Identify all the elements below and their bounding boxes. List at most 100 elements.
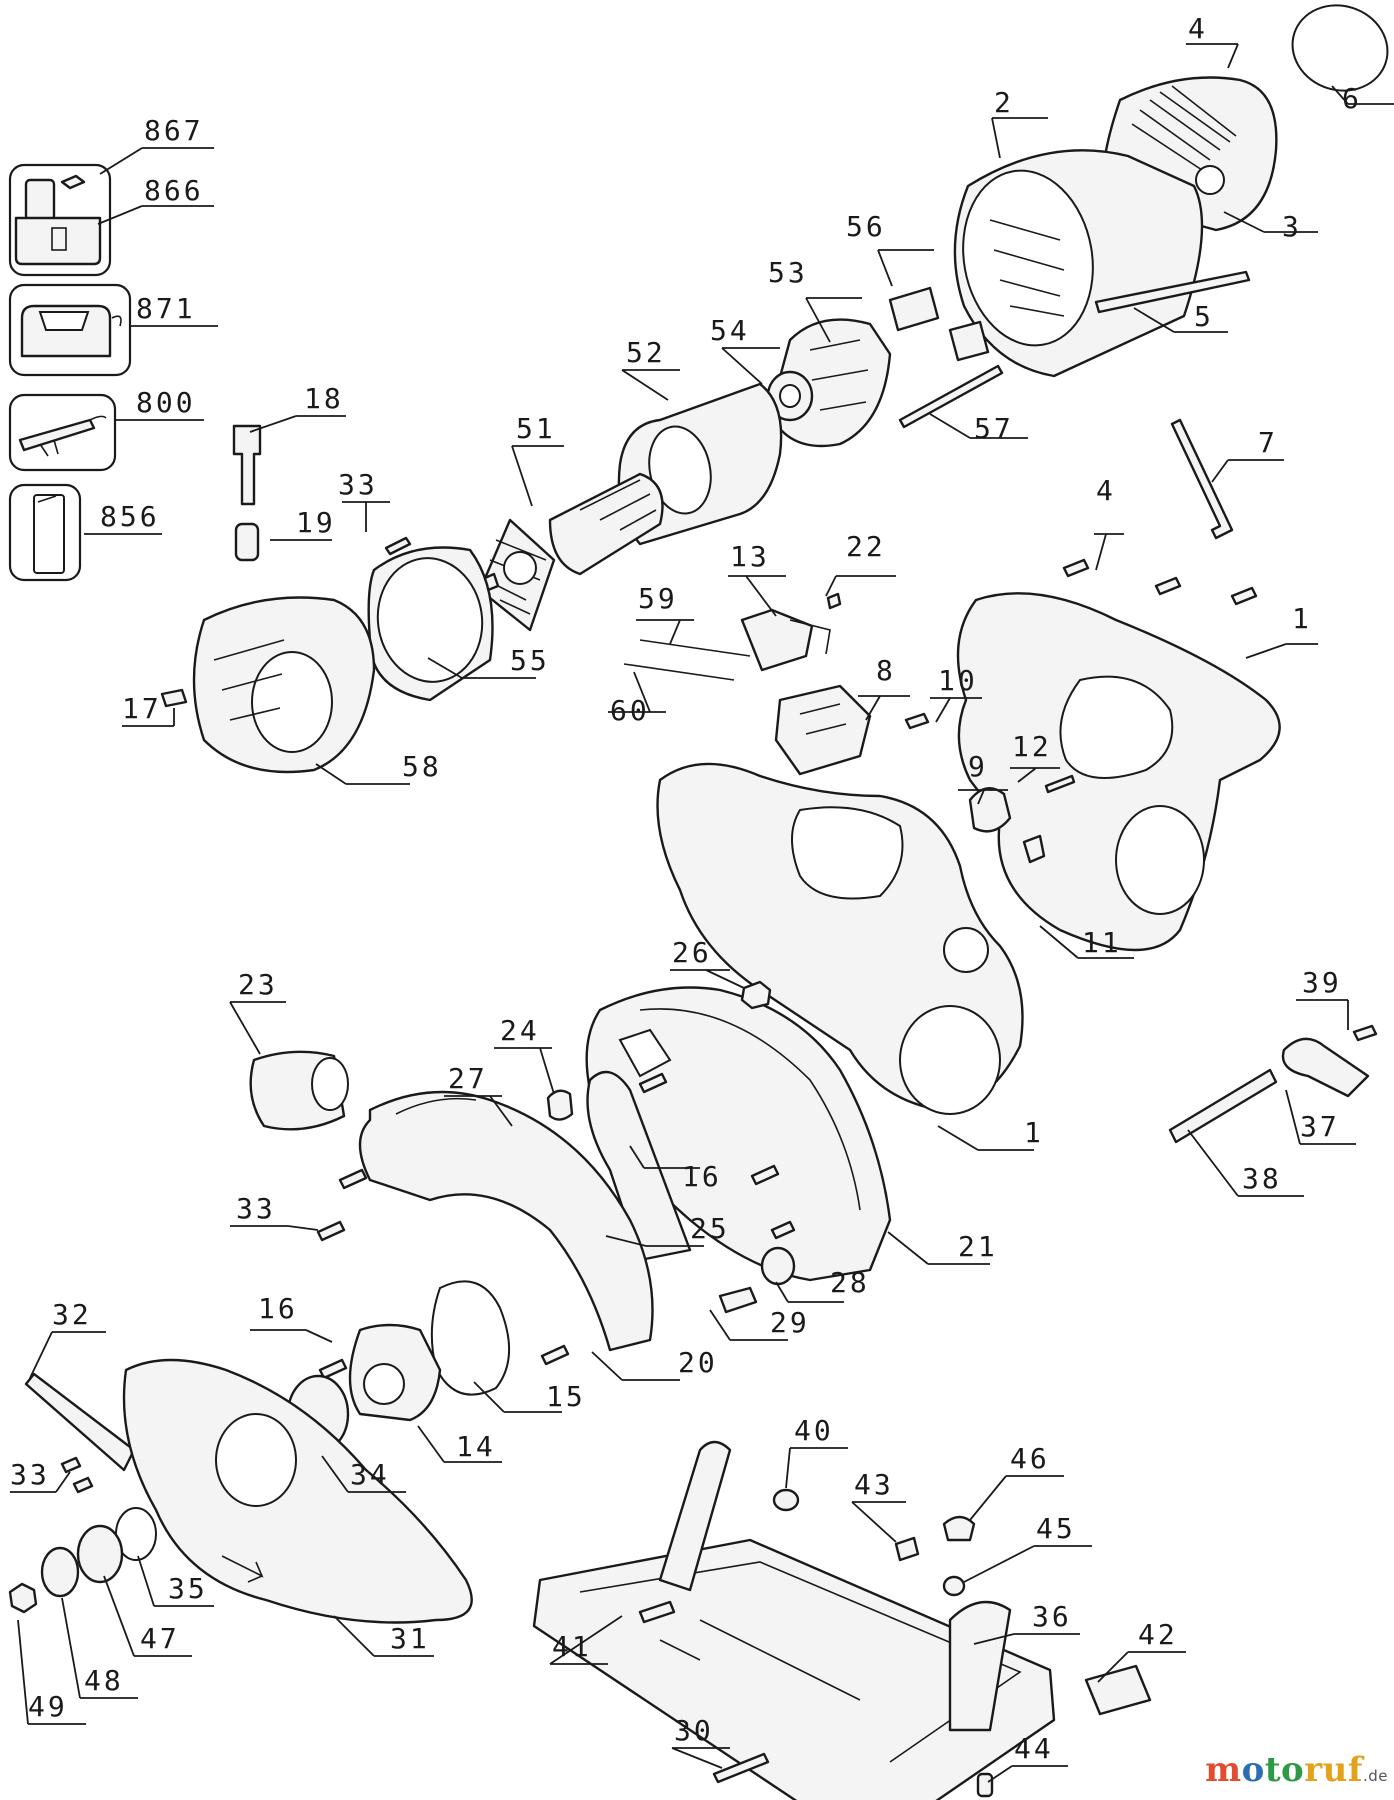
battery-pack-part [8,163,112,277]
callout-label: 36 [1032,1600,1072,1633]
callout-label: 18 [304,382,344,415]
callout-labels: 867 866 871 800 856 18 19 33 17 58 55 51… [10,12,1362,1765]
callout-label: 23 [238,968,278,1001]
charger-part [8,283,132,377]
callout-label: 13 [730,540,770,573]
callout-label: 47 [140,1622,180,1655]
outer-washer-part [40,1546,80,1598]
callout-label: 27 [448,1062,488,1095]
guard-lever-part [24,1372,136,1472]
fan-baffle-part [367,546,494,702]
callout-label: 22 [846,530,886,563]
spring-part [234,522,260,562]
logo-text: to [1264,1750,1305,1790]
screw-part [316,1220,346,1242]
small-screw-part [384,536,412,556]
callout-label: 10 [938,664,978,697]
screw-part [898,364,1004,429]
screw-part [60,1456,82,1474]
nut-part [942,1575,966,1597]
callout-label: 6 [1342,82,1362,115]
bolt-part [894,1536,920,1562]
callout-label: 21 [958,1230,998,1263]
hex-key-part [1170,418,1234,540]
screw-part [1230,586,1258,606]
callout-label: 57 [974,412,1014,445]
callout-label: 5 [1194,300,1214,333]
callout-label: 800 [136,386,196,419]
callout-label: 9 [968,750,988,783]
callout-label: 33 [10,1458,50,1491]
housing-half-part [956,592,1281,952]
motor-housing-part [953,149,1204,378]
callout-label: 11 [1082,926,1122,959]
callout-label: 867 [144,114,204,147]
callout-label: 49 [28,1690,68,1723]
callout-label: 4 [1188,12,1208,45]
callout-label: 43 [854,1468,894,1501]
callout-label: 4 [1096,474,1116,507]
blade-bolt-part [8,1582,38,1614]
callout-label: 48 [84,1664,124,1697]
knob-part [942,1515,976,1542]
pin-part [976,1772,994,1798]
pin-part [638,1600,676,1624]
gear-housing-part [192,596,376,774]
callout-label: 3 [1282,210,1302,243]
callout-label: 54 [710,314,750,347]
trigger-part [968,787,1012,833]
upper-guard-part [585,986,892,1282]
logo-tld: .de [1362,1767,1388,1785]
screw-part [770,1220,796,1240]
callout-label: 16 [258,1292,298,1325]
long-screw-part [1094,270,1251,314]
nut-part [740,980,772,1010]
callout-label: 14 [456,1430,496,1463]
callout-label: 2 [994,86,1014,119]
screw-part [1062,558,1090,578]
callout-label: 24 [500,1014,540,1047]
callout-label: 58 [402,750,442,783]
bearing-part [766,370,814,422]
callout-label: 33 [338,468,378,501]
rubber-pad-part [1084,1664,1152,1716]
pin-part [712,1752,770,1784]
callout-label: 40 [794,1414,834,1447]
lever-part [1281,1037,1370,1098]
dust-port-part [249,1050,349,1131]
clamp-washer-part [76,1524,124,1584]
screw-part [750,1164,780,1186]
wire-part [639,639,751,657]
callout-label: 17 [122,692,162,725]
callout-label: 1 [1024,1116,1044,1149]
callout-label: 866 [144,174,204,207]
callout-label: 32 [52,1298,92,1331]
switch-lock-part [232,424,262,506]
callout-label: 31 [390,1622,430,1655]
callout-label: 871 [136,292,196,325]
screw-part [540,1344,570,1366]
callout-label: 34 [350,1458,390,1491]
callout-label: 56 [846,210,886,243]
callout-label: 28 [830,1266,870,1299]
lower-guard-part [358,1090,654,1352]
pin-part [1044,774,1076,794]
badge-part [1291,4,1389,92]
bushing-part [760,1246,796,1286]
logo-text: o [1241,1750,1265,1790]
gear-case-part [348,1323,442,1422]
callout-label: 30 [674,1714,714,1747]
screw-part [638,1072,668,1094]
logo-text: ruf [1304,1750,1363,1790]
washer-part [772,1488,800,1512]
spring-part [1022,834,1046,864]
gasket-part [430,1280,510,1396]
screw-part [318,1358,348,1380]
callout-label: 53 [768,256,808,289]
screw-part [72,1476,94,1494]
callout-label: 52 [626,336,666,369]
callout-label: 59 [638,582,678,615]
callout-label: 39 [1302,966,1342,999]
lock-part [160,688,188,708]
